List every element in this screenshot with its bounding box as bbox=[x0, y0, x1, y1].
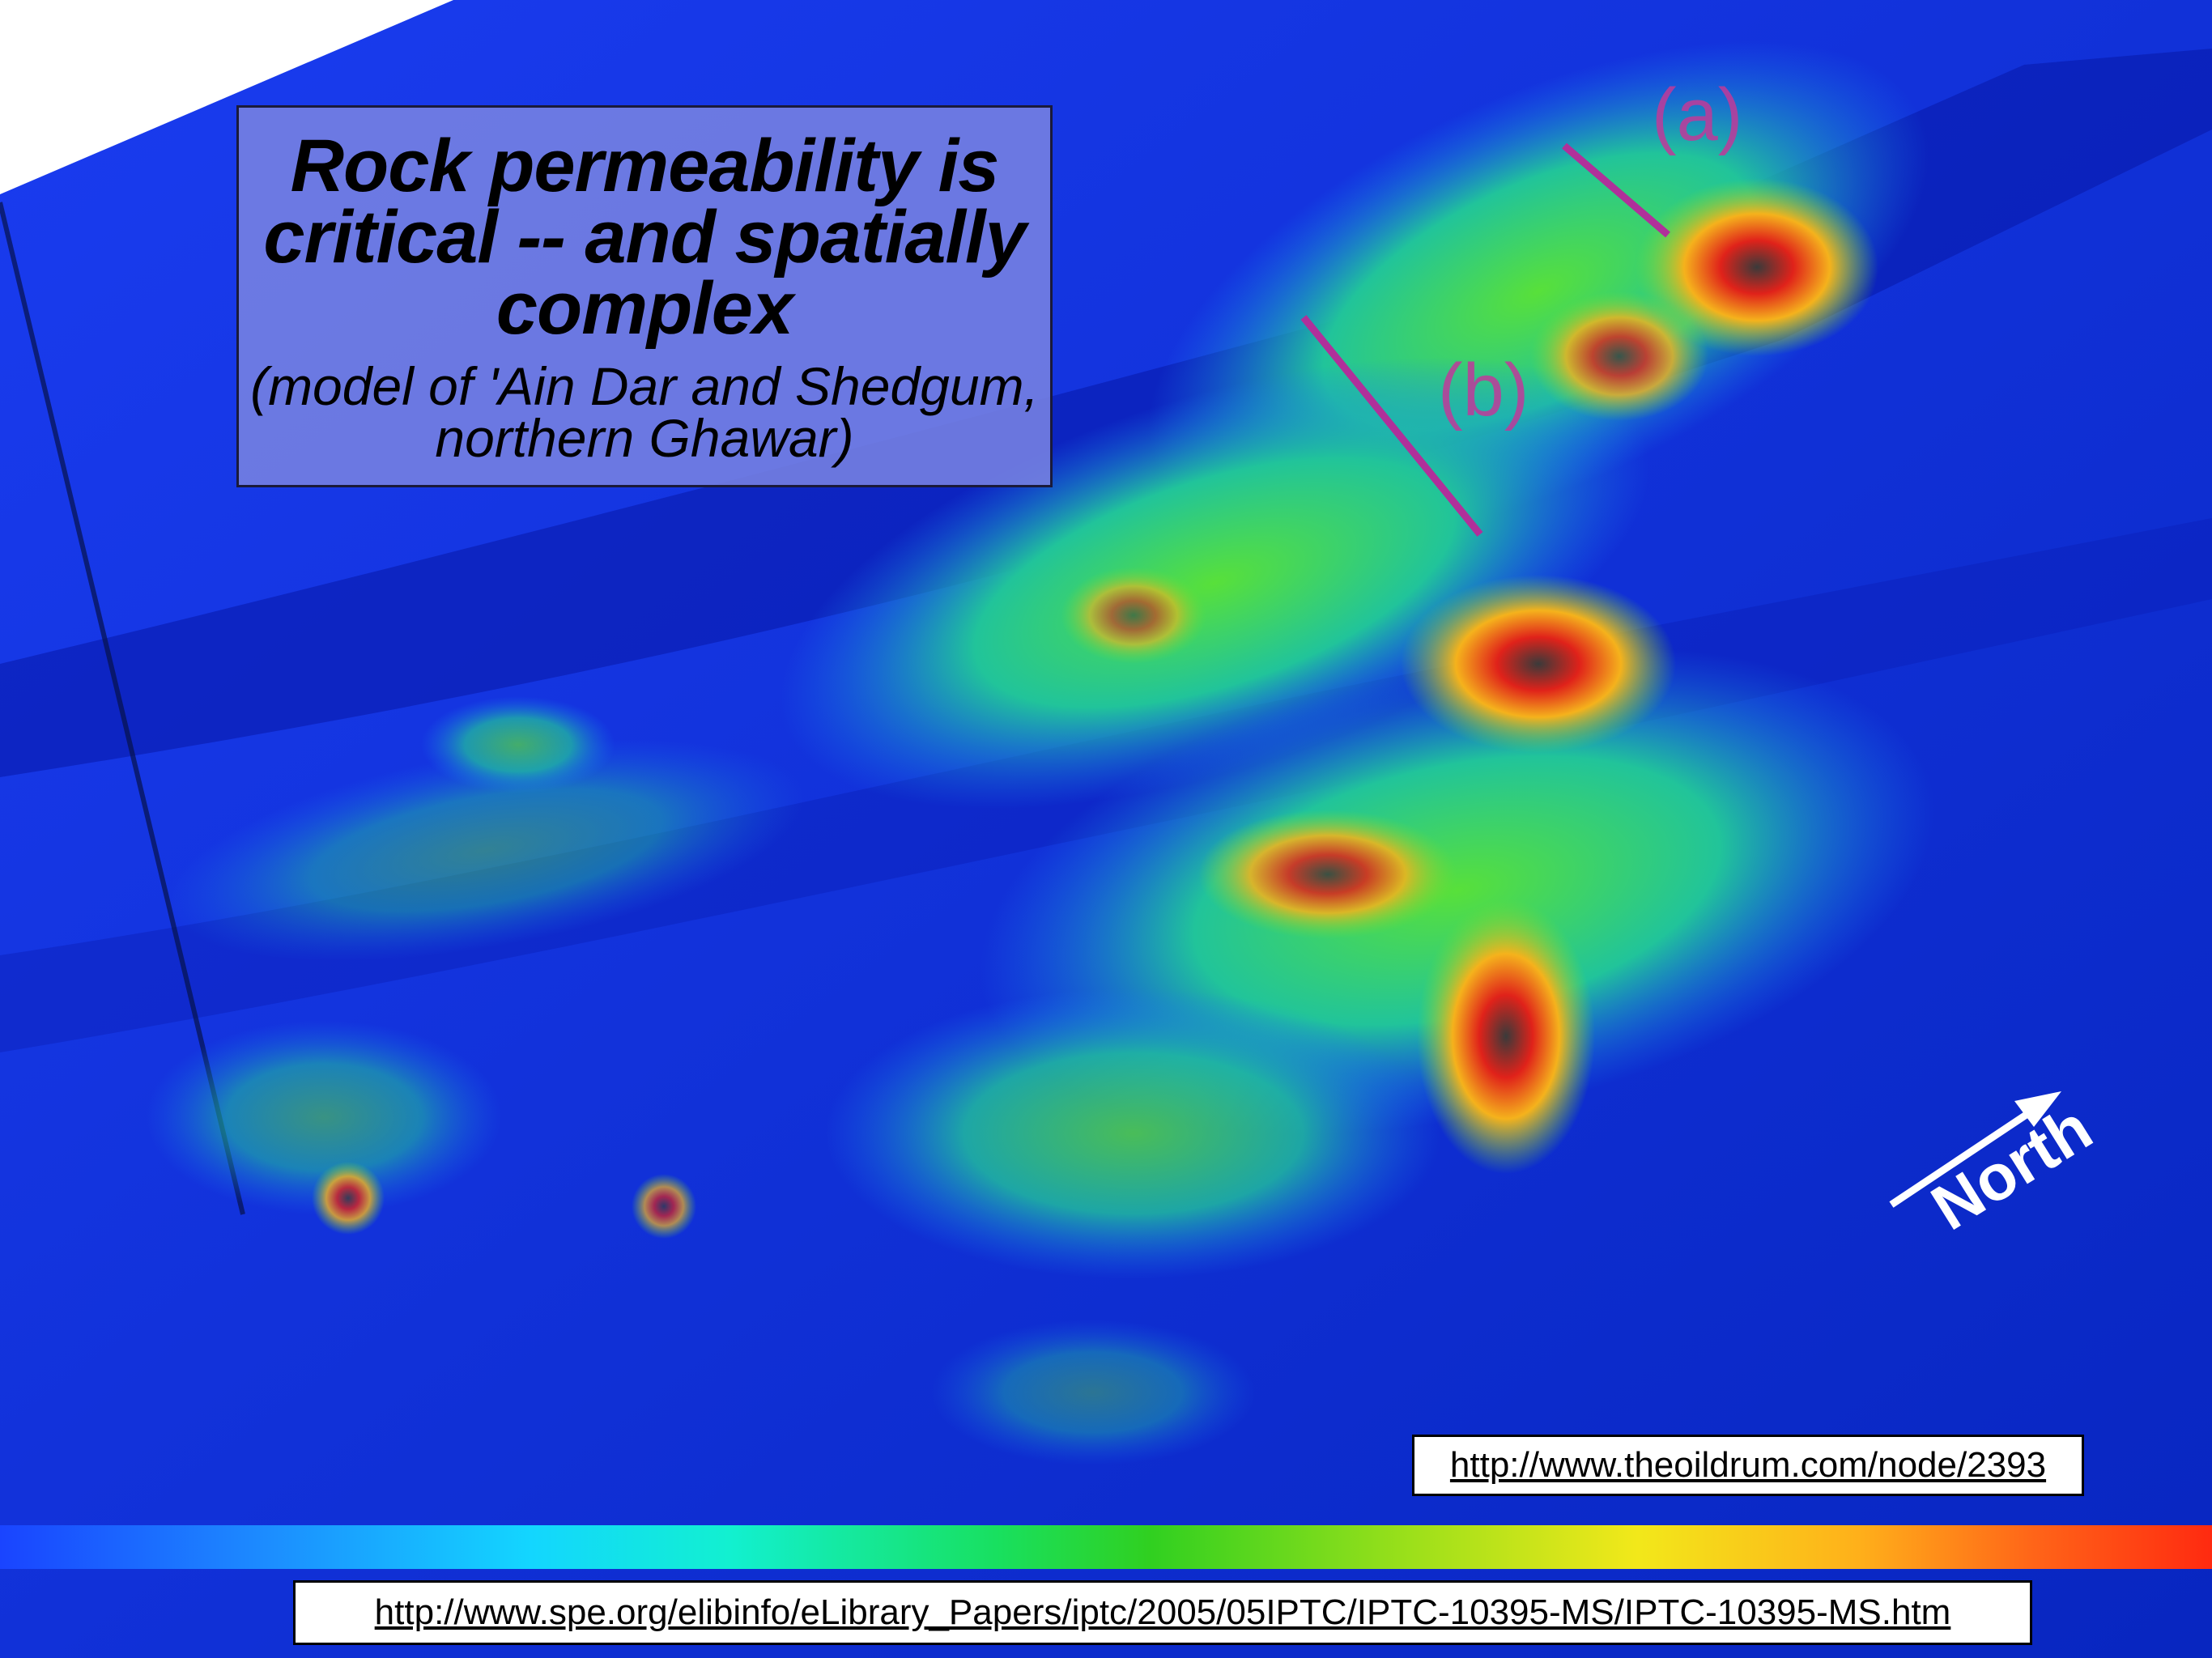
section-label-b: (b) bbox=[1438, 349, 1529, 432]
spe-paper-link[interactable]: http://www.spe.org/elibinfo/eLibrary_Pap… bbox=[293, 1580, 2032, 1645]
oildrum-link[interactable]: http://www.theoildrum.com/node/2393 bbox=[1412, 1435, 2084, 1496]
page-subtitle: (model of 'Ain Dar and Shedgum, northern… bbox=[250, 356, 1039, 468]
page-title: Rock permeability is critical -- and spa… bbox=[263, 125, 1026, 350]
permeability-color-scale bbox=[0, 1525, 2212, 1569]
section-label-a: (a) bbox=[1652, 74, 1743, 156]
title-panel: Rock permeability is critical -- and spa… bbox=[236, 105, 1053, 487]
